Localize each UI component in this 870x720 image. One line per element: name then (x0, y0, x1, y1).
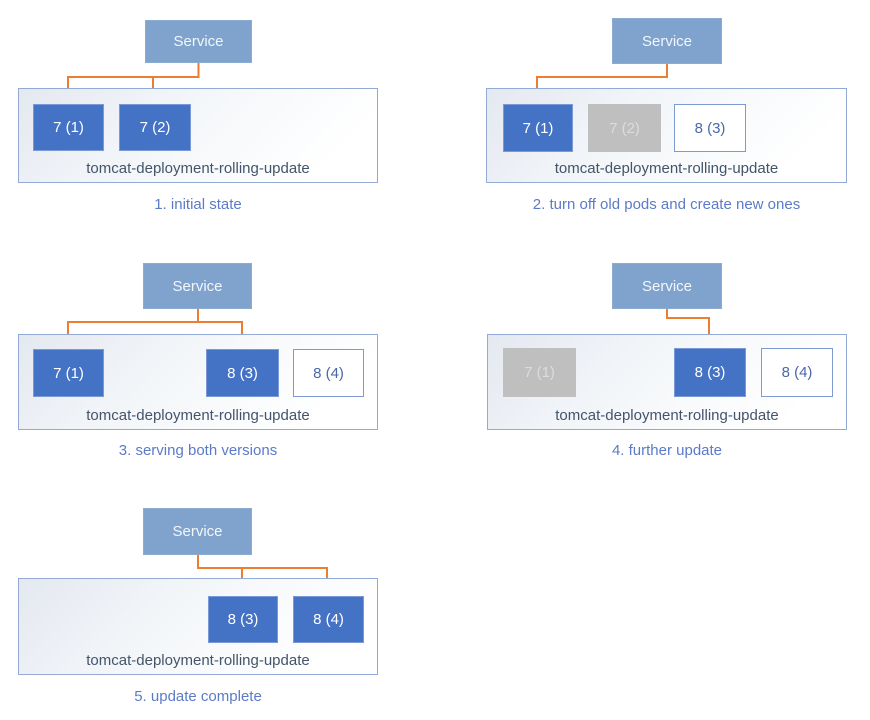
pod-7-1: 7 (1) (33, 349, 104, 397)
deployment-label: tomcat-deployment-rolling-update (86, 652, 310, 669)
pod-8-3: 8 (3) (674, 348, 746, 397)
deployment-label: tomcat-deployment-rolling-update (86, 407, 310, 424)
service-box: Service (143, 263, 252, 309)
deployment-label: tomcat-deployment-rolling-update (86, 160, 310, 177)
deployment-box: 7 (1) 8 (3) 8 (4) tomcat-deployment-roll… (487, 334, 847, 430)
pod-7-2: 7 (2) (119, 104, 191, 151)
deployment-box: 7 (1) 7 (2) tomcat-deployment-rolling-up… (18, 88, 378, 183)
service-box: Service (143, 508, 252, 555)
service-box: Service (612, 18, 722, 64)
deployment-label: tomcat-deployment-rolling-update (555, 407, 779, 424)
pod-8-4: 8 (4) (761, 348, 833, 397)
deployment-box: 7 (1) 7 (2) 8 (3) tomcat-deployment-roll… (486, 88, 847, 183)
stage-caption: 2. turn off old pods and create new ones (532, 196, 801, 213)
stage-caption: 3. serving both versions (118, 442, 278, 459)
deployment-box: 8 (3) 8 (4) tomcat-deployment-rolling-up… (18, 578, 378, 675)
service-box: Service (145, 20, 252, 63)
stage-group-2: Service 7 (1) 7 (2) 8 (3) tomcat-deploym… (435, 0, 870, 240)
pod-7-2: 7 (2) (588, 104, 661, 152)
stage-caption: 4. further update (611, 442, 723, 459)
deployment-box: 7 (1) 8 (3) 8 (4) tomcat-deployment-roll… (18, 334, 378, 430)
service-box: Service (612, 263, 722, 309)
pod-8-3: 8 (3) (674, 104, 746, 152)
stage-group-4: Service 7 (1) 8 (3) 8 (4) tomcat-deploym… (435, 240, 870, 480)
pod-8-3: 8 (3) (208, 596, 278, 643)
stage-group-1: Service 7 (1) 7 (2) tomcat-deployment-ro… (0, 0, 435, 240)
pod-8-3: 8 (3) (206, 349, 279, 397)
stage-caption: 1. initial state (154, 196, 242, 213)
stage-group-3: Service 7 (1) 8 (3) 8 (4) tomcat-deploym… (0, 240, 435, 480)
pod-8-4: 8 (4) (293, 596, 364, 643)
pod-8-4: 8 (4) (293, 349, 364, 397)
stage-caption: 5. update complete (134, 688, 262, 705)
deployment-label: tomcat-deployment-rolling-update (554, 160, 779, 177)
pod-7-1: 7 (1) (503, 348, 576, 397)
pod-7-1: 7 (1) (33, 104, 104, 151)
pod-7-1: 7 (1) (503, 104, 573, 152)
stage-group-5: Service 8 (3) 8 (4) tomcat-deployment-ro… (0, 480, 435, 720)
